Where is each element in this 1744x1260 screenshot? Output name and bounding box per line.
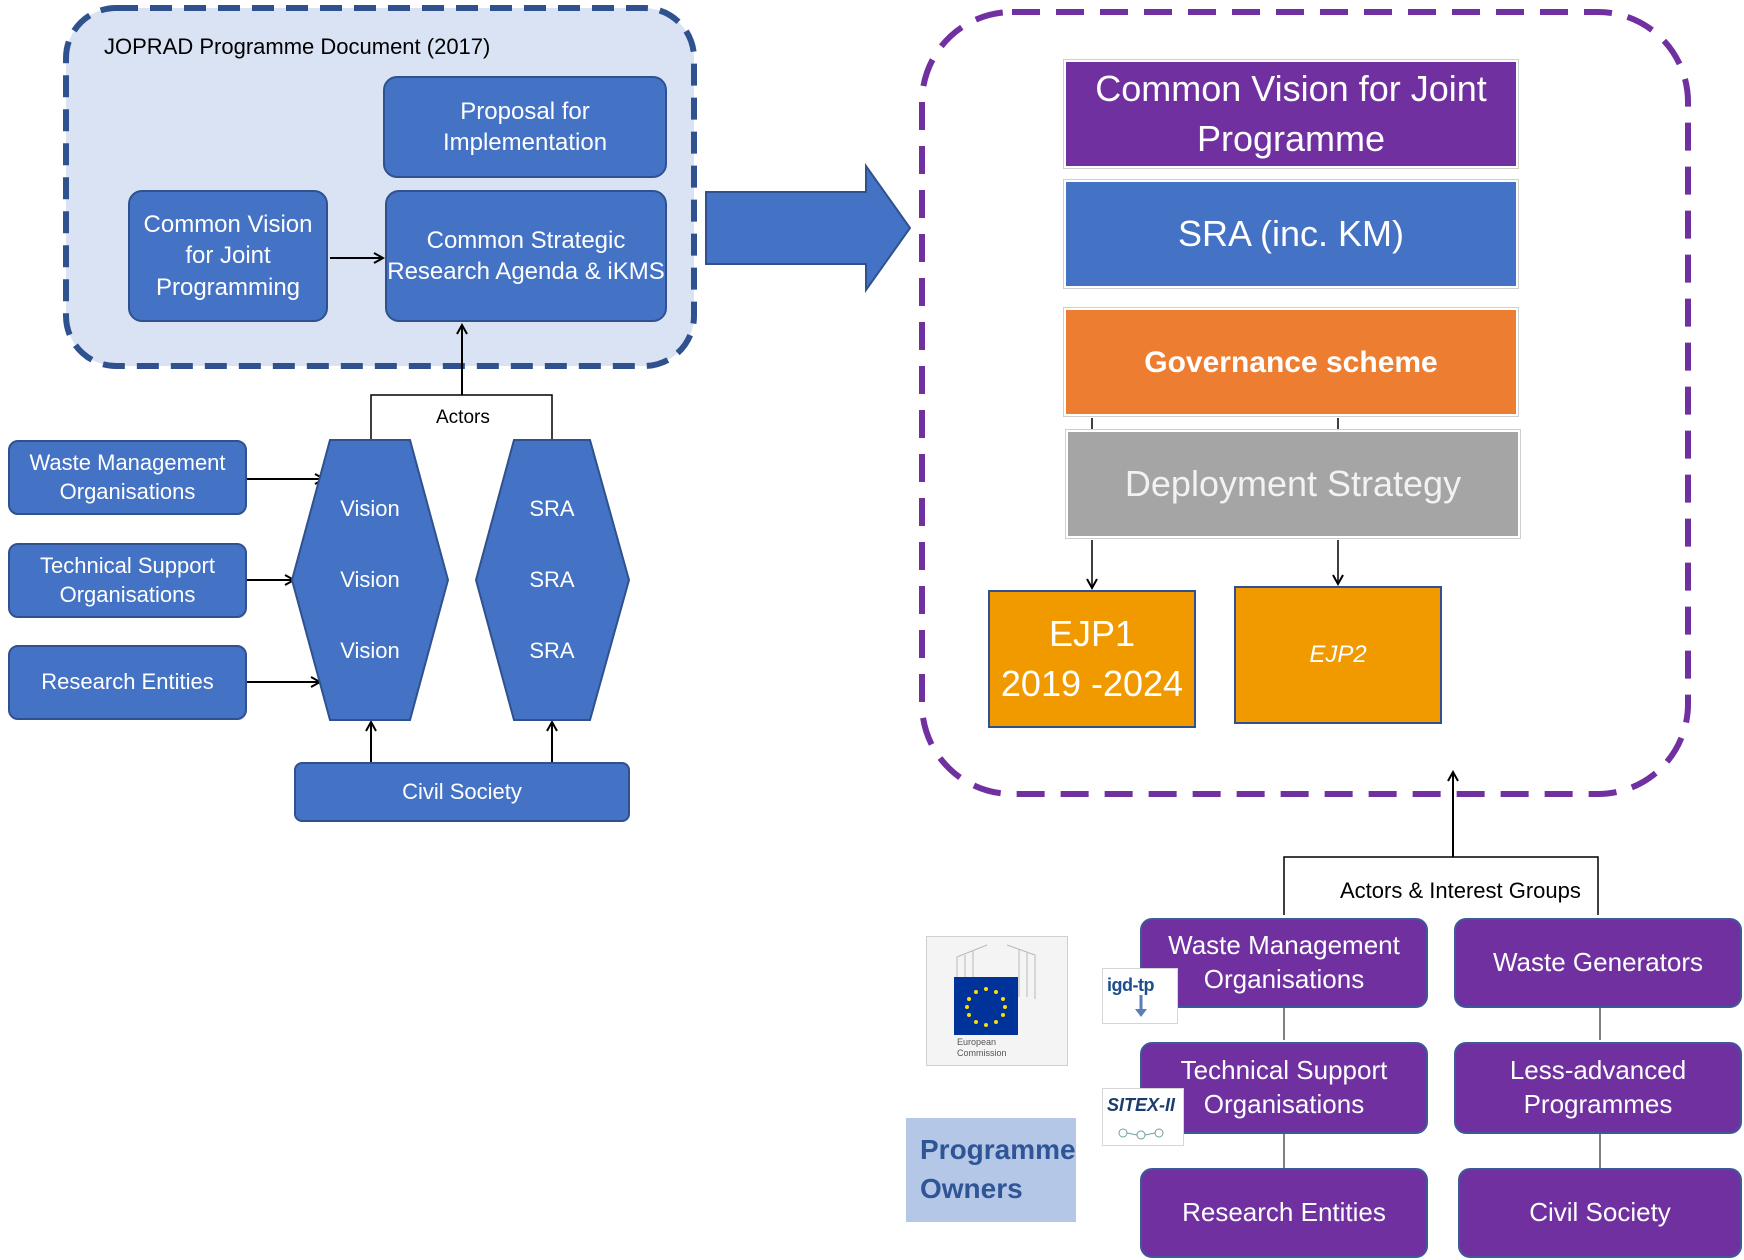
igd-tp-logo-text: igd-tp: [1107, 975, 1154, 995]
big-arrow: [705, 162, 912, 294]
ejp1-box: EJP1 2019 -2024: [988, 590, 1196, 728]
actors-groups-bracket: [1283, 856, 1599, 915]
common-vision-box: Common Vision for Joint Programming: [128, 190, 328, 322]
sra-hex-label-3: SRA: [529, 638, 575, 663]
sitex-logo-text: SITEX-II: [1107, 1095, 1176, 1115]
group-research: Research Entities: [1140, 1168, 1428, 1258]
actor-tso: Technical Support Organisations: [8, 543, 247, 618]
group-waste-generators: Waste Generators: [1454, 918, 1742, 1008]
civil-society-box: Civil Society: [294, 762, 630, 822]
sra-hex-label-1: SRA: [529, 496, 575, 521]
sitex-logo: SITEX-II: [1102, 1088, 1184, 1146]
sitex-molecule-icon: [1118, 1128, 1164, 1140]
sra-km-box: SRA (inc. KM): [1064, 180, 1518, 288]
ec-building-icon: [954, 944, 1036, 1035]
governance-box: Governance scheme: [1064, 308, 1518, 416]
igd-tp-logo: igd-tp: [1102, 968, 1178, 1024]
group-less-advanced: Less-advanced Programmes: [1454, 1042, 1742, 1134]
group-civil-society: Civil Society: [1458, 1168, 1742, 1258]
vision-programme-box: Common Vision for Joint Programme: [1064, 60, 1518, 168]
group-tso: Technical Support Organisations: [1140, 1042, 1428, 1134]
european-commission-logo: European Commission: [926, 936, 1068, 1066]
group-wmo: Waste Management Organisations: [1140, 918, 1428, 1008]
sra-hex-label-2: SRA: [529, 567, 575, 592]
actors-interest-label: Actors & Interest Groups: [1340, 878, 1581, 903]
sra-hexagon: [474, 439, 631, 721]
vision-hex-label-2: Vision: [340, 567, 400, 592]
actor-research: Research Entities: [8, 645, 247, 720]
ec-logo-text: European Commission: [957, 1037, 1007, 1058]
actor-wmo: Waste Management Organisations: [8, 440, 247, 515]
programme-owners-box: Programme Owners: [906, 1118, 1076, 1222]
joprad-title: JOPRAD Programme Document (2017): [104, 34, 491, 59]
vision-hexagon: [290, 439, 450, 721]
proposal-box: Proposal for Implementation: [383, 76, 667, 178]
vision-hex-label-3: Vision: [340, 638, 400, 663]
vision-hex-label-1: Vision: [340, 496, 400, 521]
programme-frame: [919, 9, 1691, 797]
ejp2-box: EJP2: [1234, 586, 1442, 724]
actors-label: Actors: [436, 407, 490, 428]
deployment-box: Deployment Strategy: [1066, 430, 1520, 538]
common-sra-box: Common Strategic Research Agenda & iKMS: [385, 190, 667, 322]
igd-arrow-icon: [1135, 995, 1147, 1017]
